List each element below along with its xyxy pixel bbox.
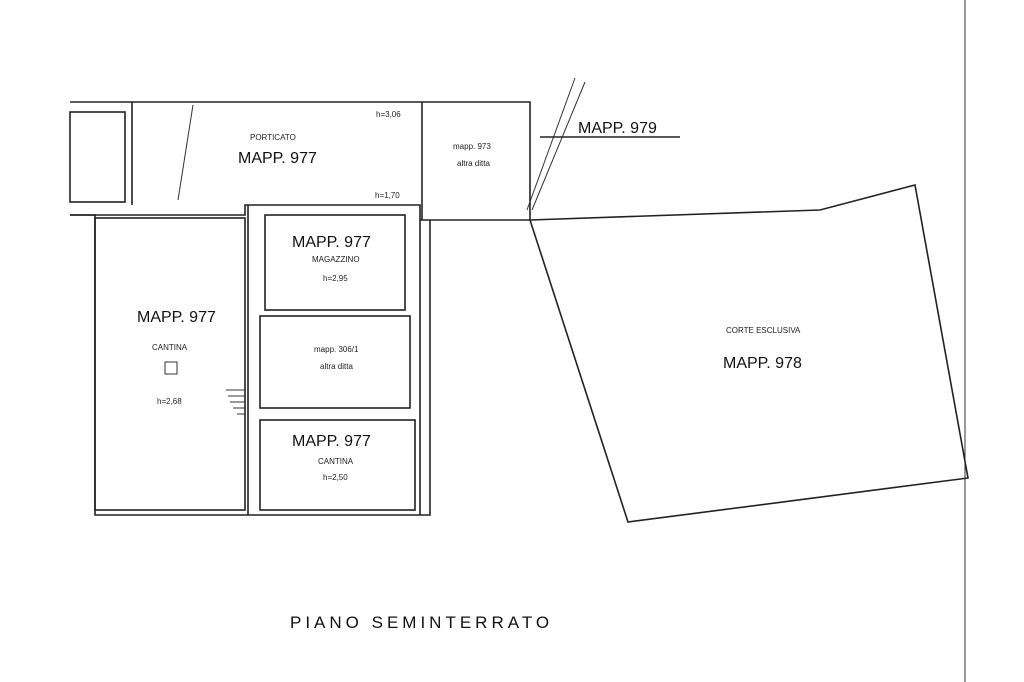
magazzino — [264, 214, 406, 311]
boundary-line-2 — [531, 81, 586, 211]
cantina-small-name: CANTINA — [318, 457, 354, 466]
cantina-large-map: MAPP. 977 — [137, 309, 216, 326]
cantina-small — [259, 419, 416, 511]
cantina-large-height: h=2,68 — [157, 397, 182, 406]
cantina-small-map: MAPP. 977 — [292, 433, 371, 450]
mapp973-name: altra ditta — [457, 159, 490, 168]
cantina-small-height: h=2,50 — [323, 473, 348, 482]
left-annex — [69, 111, 126, 203]
magazzino-name: MAGAZZINO — [312, 255, 360, 264]
mapp306-room — [259, 315, 411, 409]
mapp979-map: MAPP. 979 — [578, 120, 657, 137]
outer-wall-top — [70, 101, 531, 221]
cantina-large — [94, 217, 246, 511]
boundary-line-1 — [526, 77, 576, 211]
porticato-height: h=3,06 — [376, 110, 401, 119]
porticato-name: PORTICATO — [250, 133, 296, 142]
plan-title: PIANO SEMINTERRATO — [290, 613, 553, 632]
magazzino-height: h=2,95 — [323, 274, 348, 283]
corte-name: CORTE ESCLUSIVA — [726, 326, 801, 335]
mapp306-name: altra ditta — [320, 362, 353, 371]
mapp306-map: mapp. 306/1 — [314, 345, 359, 354]
cantina-large-name: CANTINA — [152, 343, 188, 352]
corte-esclusiva — [528, 184, 969, 523]
cantina-square — [164, 361, 178, 375]
porticato-pillar — [177, 104, 194, 201]
porticato-step: h=1,70 — [375, 191, 400, 200]
mapp973-map: mapp. 973 — [453, 142, 491, 151]
stairs — [226, 389, 246, 415]
porticato-map: MAPP. 977 — [238, 150, 317, 167]
magazzino-map: MAPP. 977 — [292, 234, 371, 251]
outer-wall-lower — [70, 214, 431, 516]
corte-map: MAPP. 978 — [723, 355, 802, 372]
